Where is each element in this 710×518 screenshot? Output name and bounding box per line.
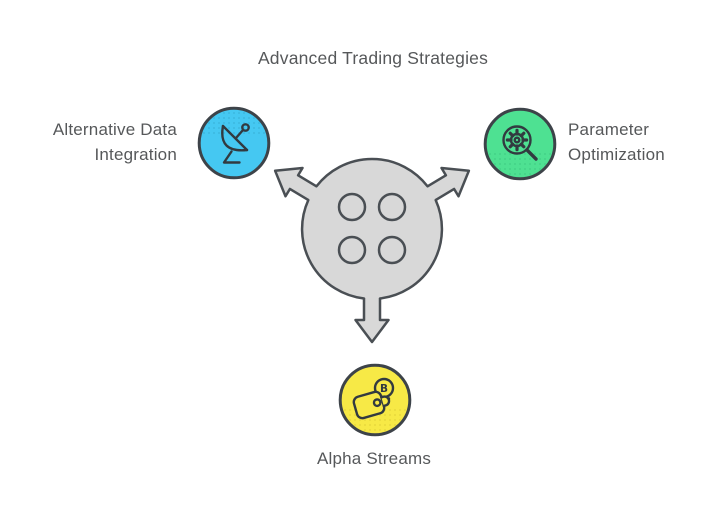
green-dot-texture [487, 151, 553, 177]
diagram-title: Advanced Trading Strategies [257, 48, 489, 68]
hub-arrows [273, 166, 471, 344]
label-line: Parameter [568, 120, 650, 139]
label-line: Optimization [568, 145, 665, 164]
hub-circle-outline [300, 157, 444, 300]
node-parameter-optimization [483, 107, 557, 181]
hub-four-dots [337, 192, 407, 265]
blue-dot-texture [201, 110, 267, 136]
satellite-dish-icon [221, 123, 250, 164]
gear-magnifier-icon [502, 125, 538, 161]
node-label-alternative-data: Alternative Data Integration [53, 117, 177, 167]
node-alpha-streams: B [338, 363, 412, 437]
arrow-down [354, 293, 390, 344]
hub-circle [302, 159, 442, 299]
wallet-bitcoin-icon: B [352, 377, 395, 420]
label-line: Alpha Streams [316, 449, 432, 468]
node-label-alpha-streams: Alpha Streams [317, 446, 431, 471]
node-alternative-data [197, 106, 271, 180]
label-line: Integration [94, 145, 177, 164]
node-label-parameter-optimization: Parameter Optimization [568, 117, 665, 167]
label-line: Alternative Data [52, 120, 177, 139]
bitcoin-symbol: B [380, 383, 388, 395]
